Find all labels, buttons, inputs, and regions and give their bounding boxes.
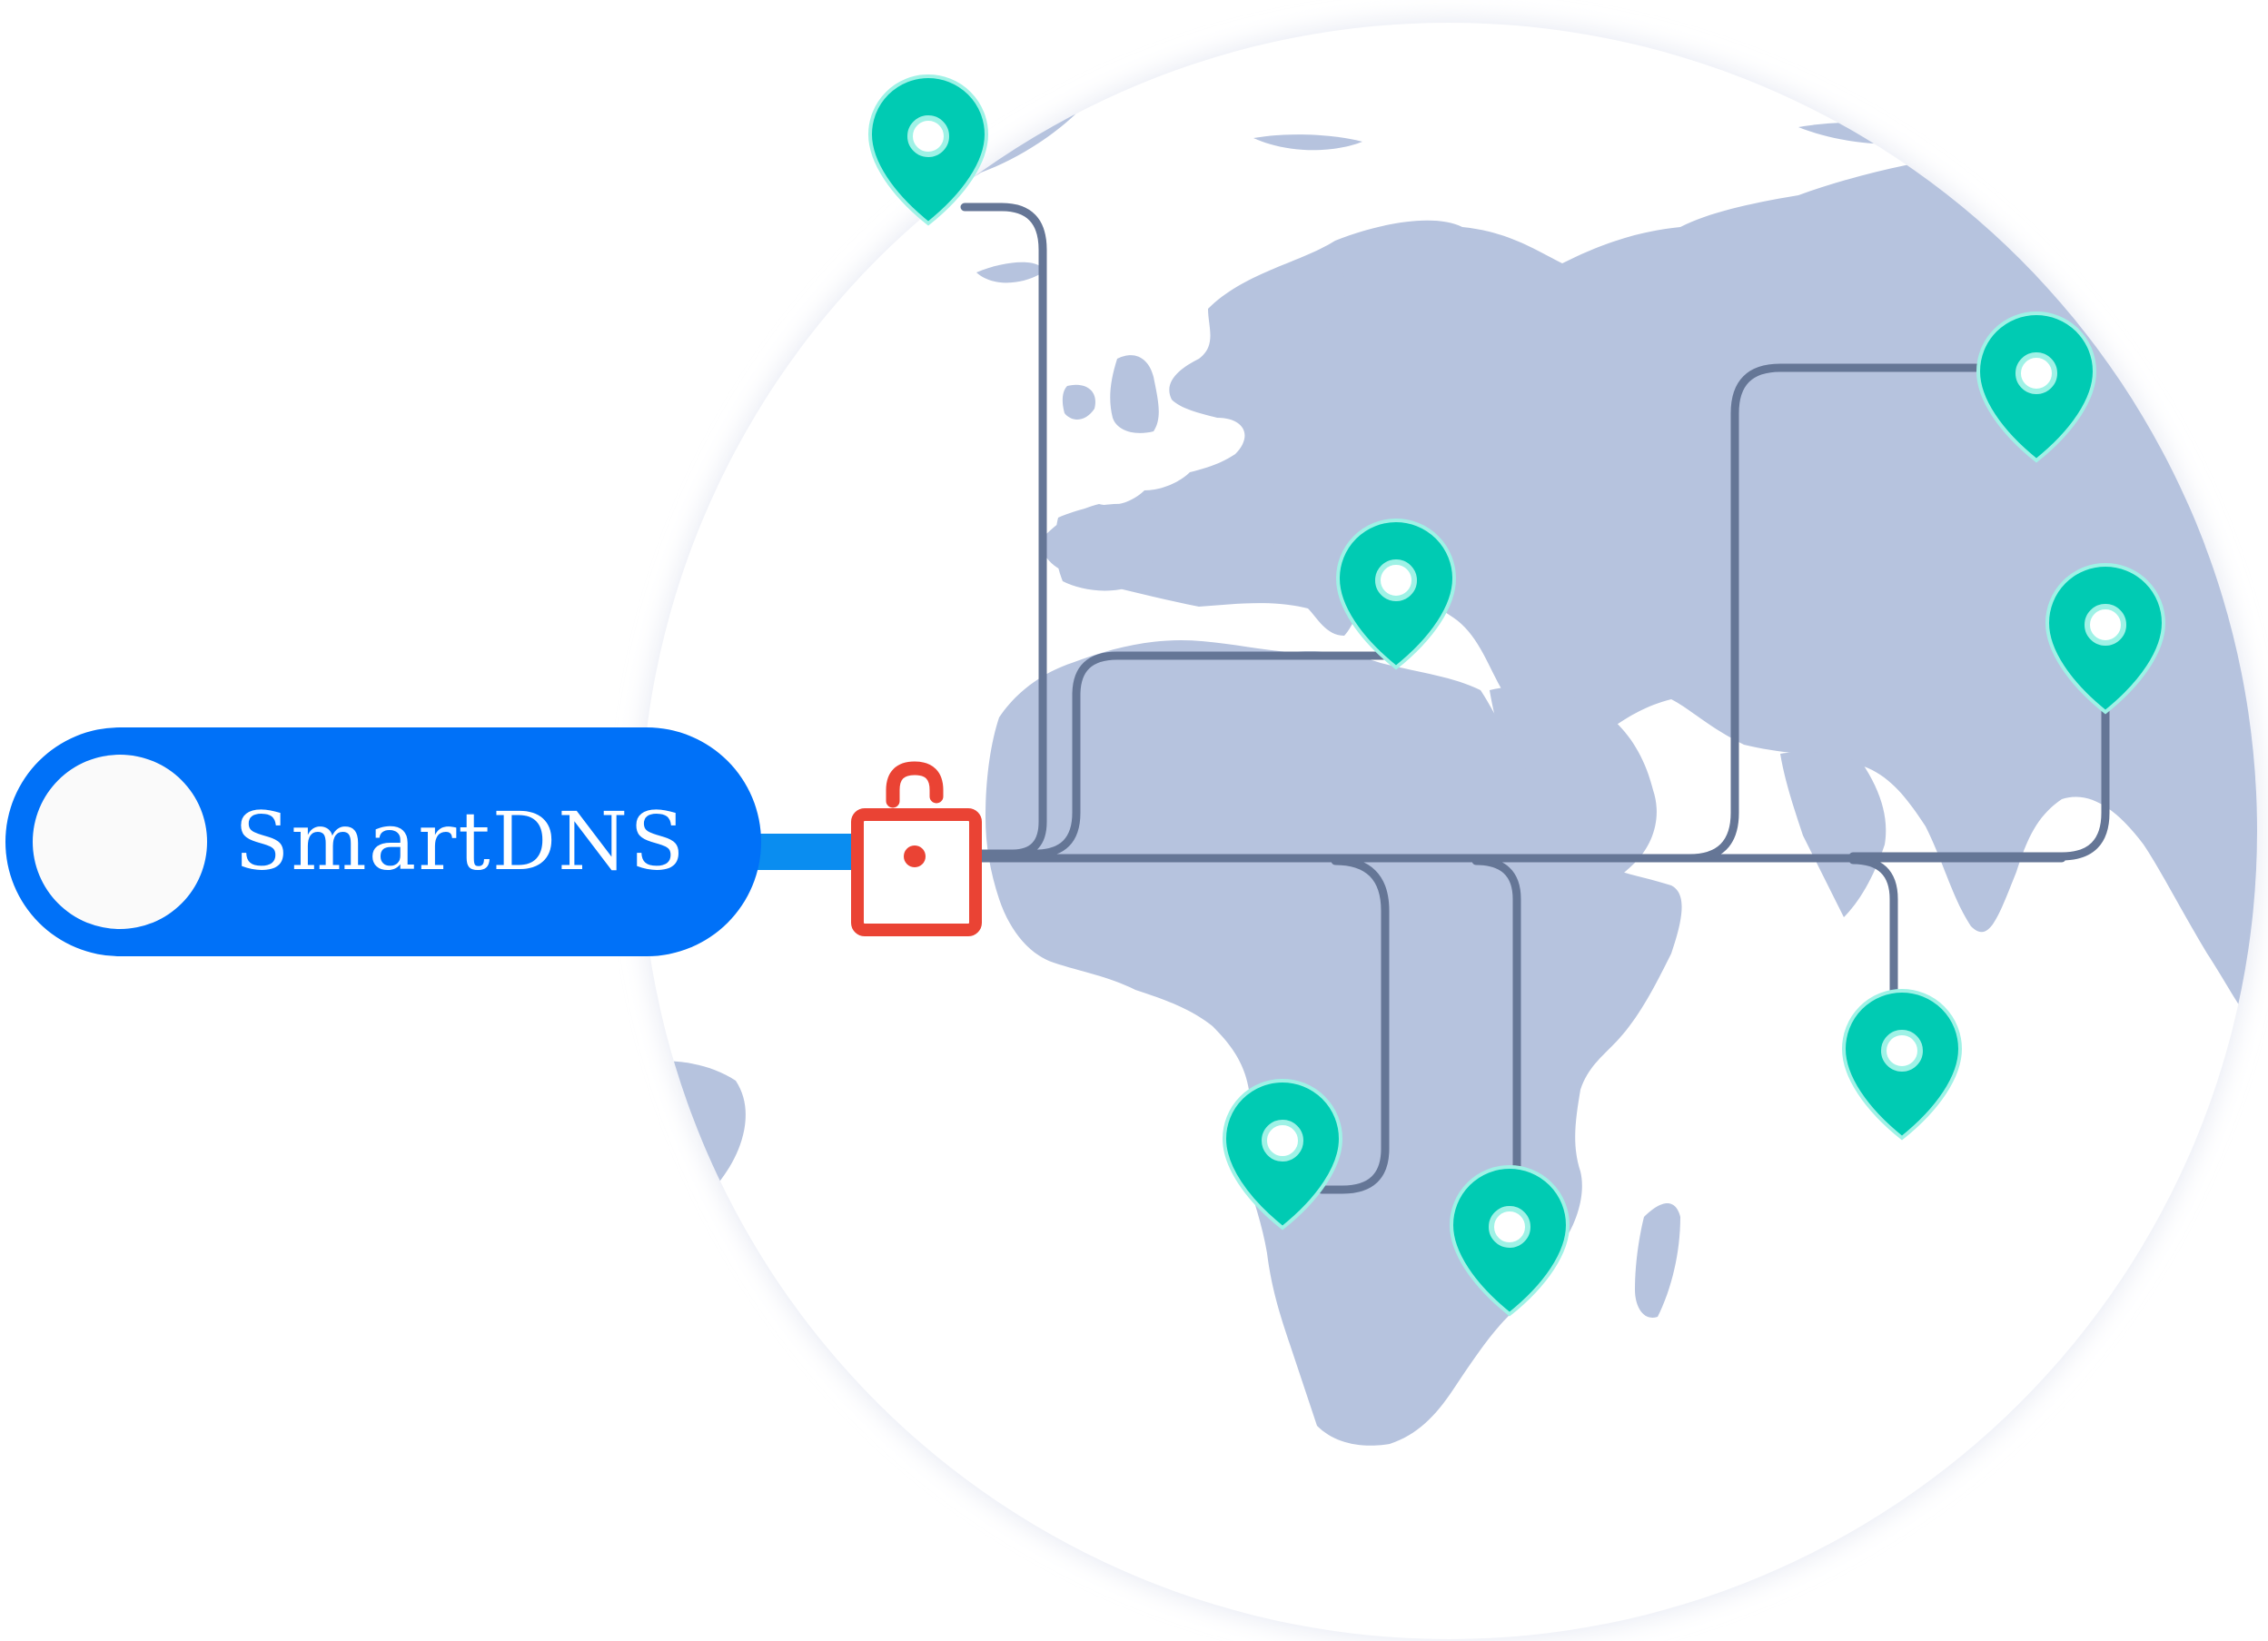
route-eastern-mediterranean: [995, 651, 1394, 858]
location-pin-icon[interactable]: [1976, 311, 2097, 463]
toggle-knob[interactable]: [33, 755, 207, 929]
unlock-icon[interactable]: [851, 761, 982, 936]
landmass-iberia: [1055, 503, 1158, 591]
landmass-scandinavia: [1270, 263, 1346, 363]
location-pin-icon[interactable]: [1222, 1079, 1343, 1231]
route-southeast-asia: [1848, 702, 2110, 861]
landmass-india: [1780, 752, 1887, 917]
landmass-britain: [1110, 355, 1159, 433]
landmass-japan: [2187, 454, 2223, 549]
landmass-madagascar: [1635, 1203, 1680, 1318]
route-south-east-africa: [1471, 856, 1521, 1174]
landmass-italy: [1263, 504, 1322, 578]
location-pin-icon[interactable]: [1335, 519, 1457, 670]
landmass-ireland: [1062, 384, 1095, 420]
location-pins: [867, 74, 2166, 1317]
location-pin-icon[interactable]: [867, 74, 989, 226]
route-indian-ocean: [1848, 855, 1898, 1003]
smartdns-toggle[interactable]: SmartDNS: [5, 727, 761, 956]
landmass-indochina: [1944, 780, 2017, 921]
landmass-iceland: [976, 262, 1044, 283]
route-west-central-africa: [1317, 856, 1390, 1194]
network-routes: [960, 203, 2110, 1194]
location-pin-icon[interactable]: [1841, 989, 1963, 1141]
landmass-svalbard: [1253, 134, 1362, 151]
location-pin-icon[interactable]: [2045, 563, 2166, 715]
connection-link: [754, 834, 854, 870]
route-east-asia: [1685, 363, 1985, 863]
toggle-label: SmartDNS: [234, 795, 687, 888]
location-pin-icon[interactable]: [1449, 1165, 1570, 1317]
landmass-arabia: [1490, 687, 1657, 904]
